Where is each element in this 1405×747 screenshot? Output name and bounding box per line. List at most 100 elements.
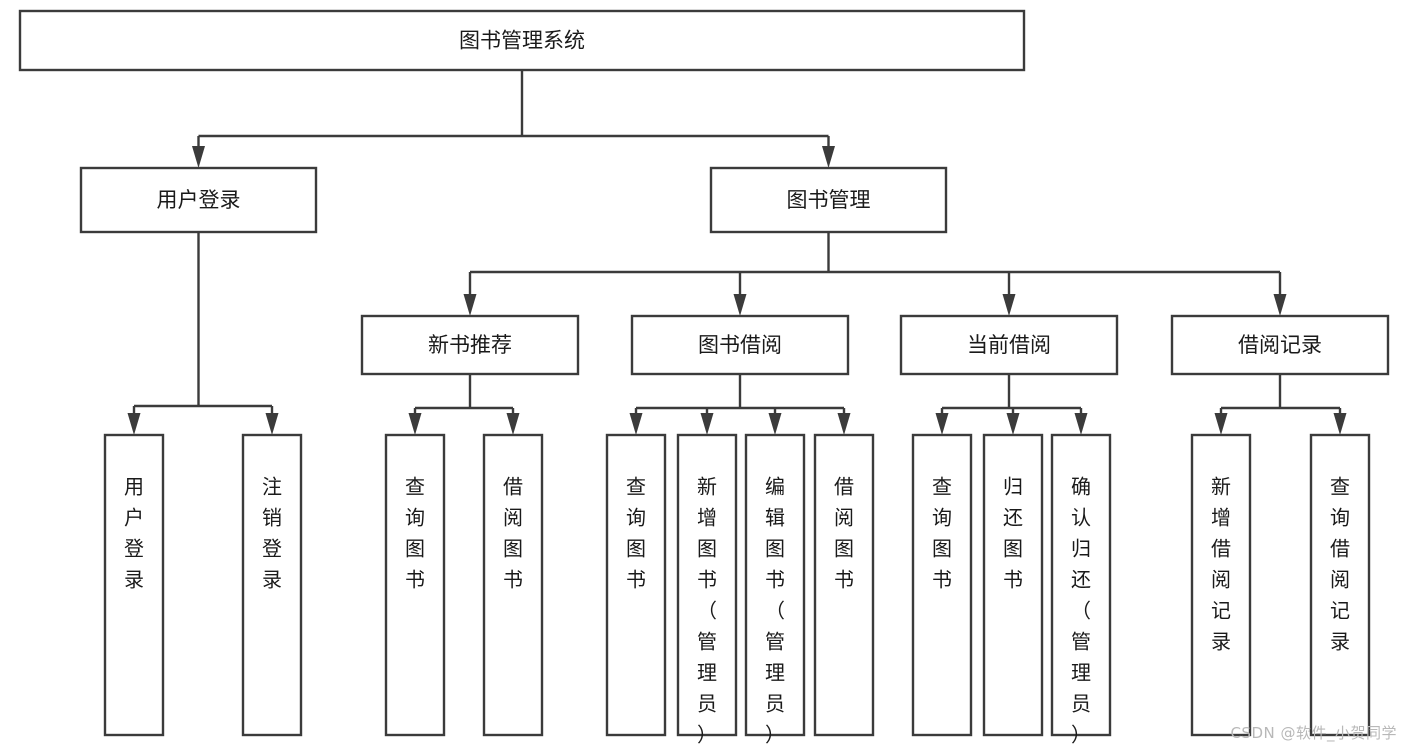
node-label-char: 图 [405, 537, 425, 561]
node-box[interactable] [744, 433, 806, 737]
connector-group [629, 374, 851, 435]
node-l1[interactable]: 用户登录 [103, 433, 165, 737]
arrow-head-icon [127, 413, 141, 435]
arrow-head-icon [463, 294, 477, 316]
node-label-char: 阅 [1211, 568, 1231, 592]
node-label-char: 户 [124, 506, 144, 530]
node-label-char: 注 [262, 475, 282, 499]
node-box[interactable] [1170, 314, 1390, 376]
node-box[interactable] [360, 314, 580, 376]
node-box[interactable] [813, 433, 875, 737]
node-label-char: ） [765, 723, 785, 747]
node-label-char: 新 [697, 475, 717, 499]
node-label-char: 阅 [503, 506, 523, 530]
node-box[interactable] [982, 433, 1044, 737]
node-n3b[interactable]: 图书借阅 [630, 314, 850, 376]
node-label-char: 用 [124, 475, 144, 499]
node-box[interactable] [899, 314, 1119, 376]
node-box[interactable] [1309, 433, 1371, 737]
node-label-char: 书 [503, 568, 523, 592]
node-label-char: 图 [626, 537, 646, 561]
connector-group [1214, 374, 1347, 435]
node-label-char: 录 [1211, 630, 1231, 654]
node-box[interactable] [676, 433, 738, 737]
node-box[interactable] [241, 433, 303, 737]
node-label-char: 图 [834, 537, 854, 561]
node-label-char: 辑 [765, 506, 785, 530]
connector-group [463, 232, 1287, 316]
arrow-head-icon [822, 146, 835, 168]
node-box[interactable] [18, 9, 1026, 72]
node-n3d[interactable]: 借阅记录 [1170, 314, 1390, 376]
node-box[interactable] [709, 166, 948, 234]
node-label-char: 新 [1211, 475, 1231, 499]
node-box[interactable] [911, 433, 973, 737]
node-label-char: 询 [405, 506, 425, 530]
node-box[interactable] [1190, 433, 1252, 737]
node-label-char: 借 [834, 475, 854, 499]
arrow-head-icon [629, 413, 643, 435]
node-n2b[interactable]: 图书管理 [709, 166, 948, 234]
node-label-char: 录 [262, 568, 282, 592]
connector-group [935, 374, 1088, 435]
node-label: 图书管理 [787, 188, 871, 212]
node-label-char: 图 [765, 537, 785, 561]
node-box[interactable] [384, 433, 446, 737]
node-label-char: 理 [765, 661, 785, 685]
node-label-char: 阅 [834, 506, 854, 530]
arrow-head-icon [265, 413, 279, 435]
node-box[interactable] [482, 433, 544, 737]
node-label-char: 图 [932, 537, 952, 561]
node-label-char: 理 [1071, 661, 1091, 685]
node-label-char: 员 [765, 692, 785, 716]
node-n3c[interactable]: 当前借阅 [899, 314, 1119, 376]
node-box[interactable] [1050, 433, 1112, 737]
node-box[interactable] [103, 433, 165, 737]
node-label-char: （ [697, 599, 717, 623]
arrow-head-icon [1006, 413, 1020, 435]
node-label-char: 管 [1071, 630, 1091, 654]
node-label-char: 记 [1211, 599, 1231, 623]
node-label-char: 增 [1211, 506, 1231, 530]
node-n2a[interactable]: 用户登录 [79, 166, 318, 234]
node-box[interactable] [79, 166, 318, 234]
node-label-char: 查 [932, 475, 952, 499]
arrow-head-icon [1273, 294, 1287, 316]
node-label-char: 书 [932, 568, 952, 592]
arrow-head-icon [408, 413, 422, 435]
node-label-char: 录 [124, 568, 144, 592]
node-label-char: 书 [834, 568, 854, 592]
node-label: 当前借阅 [967, 333, 1051, 357]
node-label-char: 书 [626, 568, 646, 592]
node-label-char: 图 [503, 537, 523, 561]
node-label-char: （ [1071, 599, 1091, 623]
node-label-char: 记 [1330, 599, 1350, 623]
nodes-layer: 图书管理系统用户登录图书管理新书推荐图书借阅当前借阅借阅记录用户登录注销登录查询… [18, 9, 1390, 747]
node-box[interactable] [630, 314, 850, 376]
node-label: 图书管理系统 [459, 29, 585, 53]
node-label: 新书推荐 [428, 333, 512, 357]
node-label-char: 查 [1330, 475, 1350, 499]
node-label-char: 图 [1003, 537, 1023, 561]
node-n3a[interactable]: 新书推荐 [360, 314, 580, 376]
arrow-head-icon [768, 413, 782, 435]
node-label-char: 录 [1330, 630, 1350, 654]
node-root[interactable]: 图书管理系统 [18, 9, 1026, 72]
node-label-char: 员 [697, 692, 717, 716]
node-label-char: 询 [626, 506, 646, 530]
node-label: 借阅记录 [1238, 333, 1322, 357]
node-box[interactable] [605, 433, 667, 737]
